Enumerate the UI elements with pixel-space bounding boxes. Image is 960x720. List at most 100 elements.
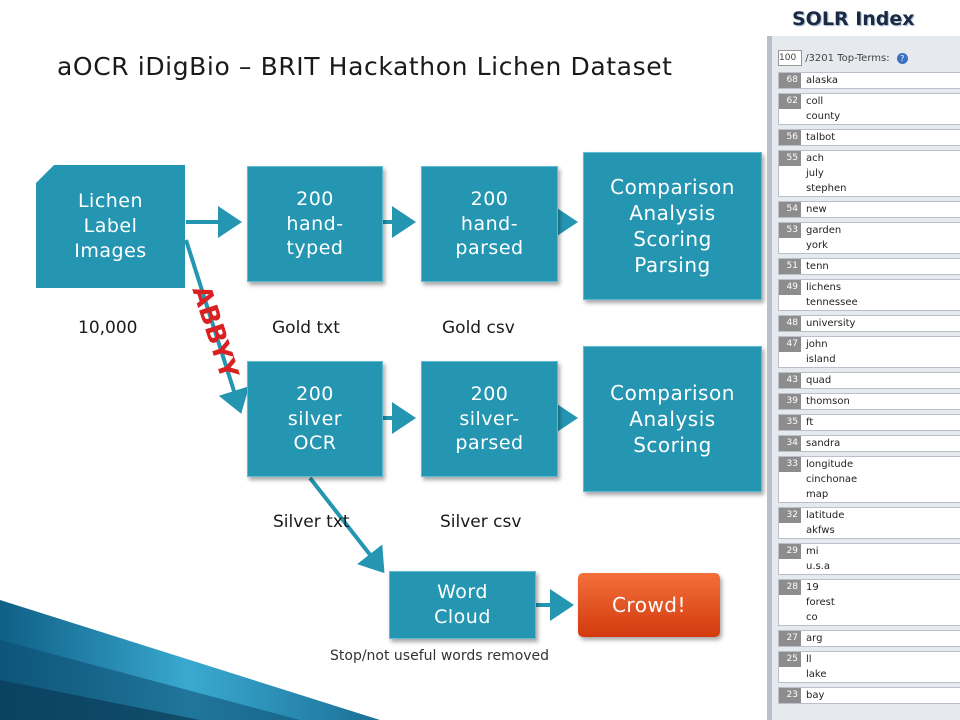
hand-typed-label: 200 hand- typed <box>286 187 344 260</box>
solr-term-count: 47 <box>779 337 801 352</box>
solr-term-count <box>779 352 801 367</box>
solr-term-count: 28 <box>779 580 801 595</box>
silver-ocr-label: 200 silver OCR <box>287 382 343 455</box>
solr-term-count <box>779 472 801 487</box>
solr-term-count: 29 <box>779 544 801 559</box>
solr-term-count <box>779 667 801 682</box>
crowd-label: Crowd! <box>611 593 687 617</box>
solr-term-count <box>779 181 801 196</box>
solr-term-count: 56 <box>779 130 801 145</box>
solr-term-text: tenn <box>806 261 829 272</box>
solr-term-text: ach <box>806 153 824 164</box>
solr-term-text: tennessee <box>806 297 858 308</box>
solr-term-row[interactable]: county <box>779 109 960 124</box>
ribbon-decoration <box>0 600 380 720</box>
comparison-scoring-box: Comparison Analysis Scoring <box>583 346 762 492</box>
solr-term-row[interactable]: forest <box>779 595 960 610</box>
solr-term-text: bay <box>806 690 825 701</box>
silver-ocr-box: 200 silver OCR <box>247 361 383 477</box>
hand-typed-box: 200 hand- typed <box>247 166 383 282</box>
solr-term-row[interactable]: 49 lichens <box>779 280 960 295</box>
solr-term-row[interactable]: island <box>779 352 960 367</box>
help-icon[interactable]: ? <box>896 53 908 64</box>
arrow-lichen-to-silverocr <box>184 239 250 414</box>
gold-csv-label: Gold csv <box>442 318 515 338</box>
solr-term-text: stephen <box>806 183 847 194</box>
silver-txt-label: Silver txt <box>273 512 350 532</box>
solr-count-input[interactable]: 100 <box>778 50 802 66</box>
solr-term-count: 33 <box>779 457 801 472</box>
comparison-parsing-label: Comparison Analysis Scoring Parsing <box>610 175 735 277</box>
solr-term-count: 49 <box>779 280 801 295</box>
solr-term-row[interactable]: u.s.a <box>779 559 960 574</box>
solr-term-row[interactable]: july <box>779 166 960 181</box>
solr-term-count: 27 <box>779 631 801 646</box>
silver-csv-label: Silver csv <box>440 512 522 532</box>
solr-term-text: lichens <box>806 282 842 293</box>
solr-term-row[interactable]: akfws <box>779 523 960 538</box>
solr-term-row[interactable]: 51 tenn <box>779 259 960 274</box>
solr-term-count: 48 <box>779 316 801 331</box>
solr-top-terms-label: Top-Terms: <box>837 53 890 64</box>
solr-term-count <box>779 109 801 124</box>
solr-term-row[interactable]: stephen <box>779 181 960 196</box>
solr-term-row[interactable]: york <box>779 238 960 253</box>
solr-term-group: 29 mi u.s.a <box>778 543 960 575</box>
solr-term-text: latitude <box>806 510 845 521</box>
arrow-silverocr-to-wordcloud <box>308 476 385 574</box>
solr-term-count: 54 <box>779 202 801 217</box>
word-cloud-label: Word Cloud <box>434 581 491 628</box>
silver-parsed-label: 200 silver- parsed <box>455 382 524 455</box>
solr-term-text: akfws <box>806 525 835 536</box>
lichen-images-box: Lichen Label Images <box>36 165 185 288</box>
solr-term-text: map <box>806 489 829 500</box>
solr-term-count: 51 <box>779 259 801 274</box>
solr-term-row[interactable]: 29 mi <box>779 544 960 559</box>
solr-term-text: sandra <box>806 438 841 449</box>
solr-term-text: co <box>806 612 818 623</box>
lichen-images-label: Lichen Label Images <box>74 190 147 262</box>
solr-term-text: thomson <box>806 396 850 407</box>
solr-term-row[interactable]: map <box>779 487 960 502</box>
solr-term-text: forest <box>806 597 835 608</box>
solr-term-row[interactable]: co <box>779 610 960 625</box>
solr-term-count <box>779 595 801 610</box>
comparison-scoring-label: Comparison Analysis Scoring <box>610 381 735 457</box>
solr-index-title: SOLR Index <box>792 8 915 30</box>
solr-term-row[interactable]: cinchonae <box>779 472 960 487</box>
solr-term-row[interactable]: lake <box>779 667 960 682</box>
solr-term-count <box>779 166 801 181</box>
solr-term-text: mi <box>806 546 819 557</box>
solr-term-row[interactable]: tennessee <box>779 295 960 310</box>
solr-term-text: county <box>806 111 841 122</box>
